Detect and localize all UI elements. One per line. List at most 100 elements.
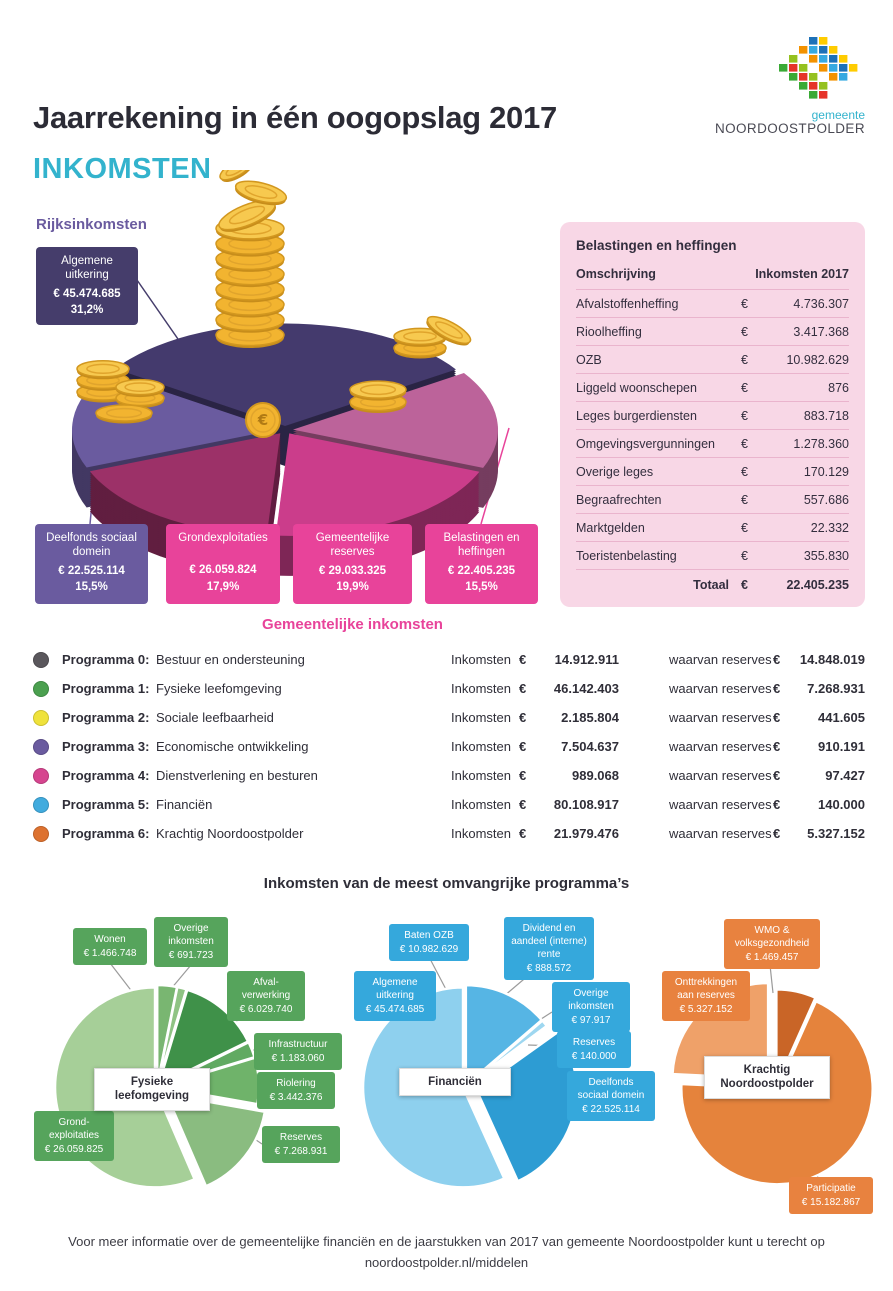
currency-symbol: € — [773, 768, 781, 783]
callout-amount: € 7.268.931 — [274, 1146, 328, 1157]
row-amount: 3.417.368 — [793, 324, 849, 339]
row-label: Overige leges — [576, 464, 654, 479]
currency-symbol: € — [519, 652, 527, 667]
currency-symbol: € — [741, 578, 748, 592]
callout-name: WMO & volksgezondheid — [734, 925, 810, 949]
belastingen-panel: Belastingen en heffingen Omschrijving In… — [560, 222, 865, 607]
row-amount: 883.718 — [803, 408, 849, 423]
reserves-amount: 441.605 — [818, 710, 865, 725]
table-row: Toeristenbelasting€355.830 — [576, 542, 849, 570]
table-header-row: Omschrijving Inkomsten 2017 — [576, 261, 849, 290]
callout-wmo: WMO & volksgezondheid€ 1.469.457 — [724, 919, 820, 969]
program-color-dot — [33, 651, 49, 668]
callout-amount: € 26.059.825 — [44, 1144, 104, 1155]
currency-symbol: € — [773, 797, 781, 812]
currency-symbol: € — [741, 408, 748, 423]
callout-name: Reserves — [279, 1132, 323, 1143]
callout-name: Deelfonds sociaal domein — [46, 532, 137, 559]
currency-symbol: € — [519, 710, 527, 725]
callout-percent: 19,9% — [336, 581, 369, 594]
row-amount: 22.332 — [810, 520, 849, 535]
callout-reserves: Reserves € 7.268.931 — [262, 1126, 340, 1163]
page-title: Jaarrekening in één oogopslag 2017 — [33, 100, 557, 135]
program-row-1: Programma 1: Fysieke leefomgeving Inkoms… — [33, 674, 865, 703]
callout-afvalverwerking: Afval- verwerking€ 6.029.740 — [227, 971, 305, 1021]
callout-name: Grond- exploitaties — [48, 1117, 100, 1141]
logo-municipality-name: NOORDOOSTPOLDER — [714, 121, 865, 136]
inkomsten-amount: 2.185.804 — [561, 710, 619, 725]
row-label: Rioolheffing — [576, 324, 642, 339]
callout-name: Baten OZB — [404, 930, 454, 941]
currency-symbol: € — [741, 548, 748, 563]
pie-center-label-fysieke: Fysieke leefomgeving — [94, 1068, 210, 1111]
callout-algemene-uitkering-klein: Algemene uitkering€ 45.474.685 — [354, 971, 436, 1021]
reserves-label: waarvan reserves — [669, 826, 772, 841]
program-color-dot — [33, 796, 49, 813]
callout-baten-ozb: Baten OZB€ 10.982.629 — [389, 924, 469, 961]
callout-amount: € 5.327.152 — [679, 1004, 733, 1015]
program-label: Programma 2: — [62, 710, 150, 725]
callout-amount: € 29.033.325 — [318, 564, 387, 577]
inkomsten-amount: 80.108.917 — [553, 797, 619, 812]
currency-symbol: € — [741, 324, 748, 339]
callout-amount: € 97.917 — [571, 1015, 611, 1026]
row-label: Liggeld woonschepen — [576, 380, 697, 395]
currency-symbol: € — [773, 681, 781, 696]
callout-amount: € 1.466.748 — [83, 948, 137, 959]
callout-amount: € 888.572 — [526, 963, 572, 974]
currency-symbol: € — [741, 520, 748, 535]
callout-amount: € 15.182.867 — [801, 1197, 861, 1208]
inkomsten-label: Inkomsten — [451, 797, 511, 812]
row-amount: 4.736.307 — [793, 296, 849, 311]
program-row-0: Programma 0: Bestuur en ondersteuning In… — [33, 645, 865, 674]
row-label: OZB — [576, 352, 602, 367]
program-label: Programma 0: — [62, 652, 150, 667]
reserves-amount: 7.268.931 — [807, 681, 865, 696]
program-color-dot — [33, 680, 49, 697]
callout-deelfonds-sociaal-domein: Deelfonds sociaal domein € 22.525.114 15… — [35, 524, 148, 604]
reserves-label: waarvan reserves — [669, 739, 772, 754]
callout-amount: € 22.405.235 — [447, 564, 516, 577]
gemeentelijke-inkomsten-heading: Gemeentelijke inkomsten — [262, 616, 443, 633]
reserves-label: waarvan reserves — [669, 768, 772, 783]
reserves-label: waarvan reserves — [669, 710, 772, 725]
callout-name: Participatie — [806, 1183, 856, 1194]
table-row: Overige leges€170.129 — [576, 458, 849, 486]
program-row-2: Programma 2: Sociale leefbaarheid Inkoms… — [33, 703, 865, 732]
callout-amount: € 22.525.114 — [58, 564, 125, 577]
callout-reserves-blauw: Reserves € 140.000 — [557, 1031, 631, 1068]
row-label: Toeristenbelasting — [576, 548, 677, 563]
callout-percent: 17,9% — [206, 580, 240, 593]
callout-amount: € 3.442.376 — [269, 1092, 323, 1103]
reserves-label: waarvan reserves — [669, 797, 772, 812]
currency-symbol: € — [741, 380, 748, 395]
callout-name: Reserves — [572, 1037, 616, 1048]
callout-overige-inkomsten: Overige inkomsten€ 691.723 — [154, 917, 228, 967]
program-label: Programma 5: — [62, 797, 150, 812]
table-row: Rioolheffing €3.417.368 — [576, 318, 849, 346]
callout-name: Belastingen en heffingen — [443, 532, 520, 559]
footer-line1: Voor meer informatie over de gemeentelij… — [68, 1234, 825, 1249]
program-color-dot — [33, 738, 49, 755]
callout-amount: € 140.000 — [571, 1051, 617, 1062]
callout-name: Gemeentelijke reserves — [315, 532, 390, 559]
table-row: Afvalstoffenheffing€4.736.307 — [576, 290, 849, 318]
table-row: Marktgelden€22.332 — [576, 514, 849, 542]
callout-grondexploitaties: Grondexploitaties € 26.059.824 17,9% — [166, 524, 280, 604]
row-label: Leges burgerdiensten — [576, 408, 697, 423]
callout-name: Onttrekkingen aan reserves — [674, 977, 738, 1001]
callout-deelfonds: Deelfonds sociaal domein€ 22.525.114 — [567, 1071, 655, 1121]
footer-link[interactable]: noordoostpolder.nl/middelen — [364, 1254, 529, 1270]
callout-name: Algemene uitkering — [61, 255, 113, 282]
callout-percent: 15,5% — [465, 581, 498, 594]
callout-name: Riolering — [276, 1078, 316, 1089]
row-label: Omgevingsvergunningen — [576, 436, 715, 451]
callout-belastingen-heffingen: Belastingen en heffingen € 22.405.235 15… — [425, 524, 538, 604]
currency-symbol: € — [741, 436, 748, 451]
program-color-dot — [33, 825, 49, 842]
panel-title: Belastingen en heffingen — [576, 238, 737, 253]
program-name: Financiën — [156, 797, 213, 812]
column-header-inkomsten: Inkomsten 2017 — [755, 267, 849, 281]
reserves-label: waarvan reserves — [669, 652, 772, 667]
